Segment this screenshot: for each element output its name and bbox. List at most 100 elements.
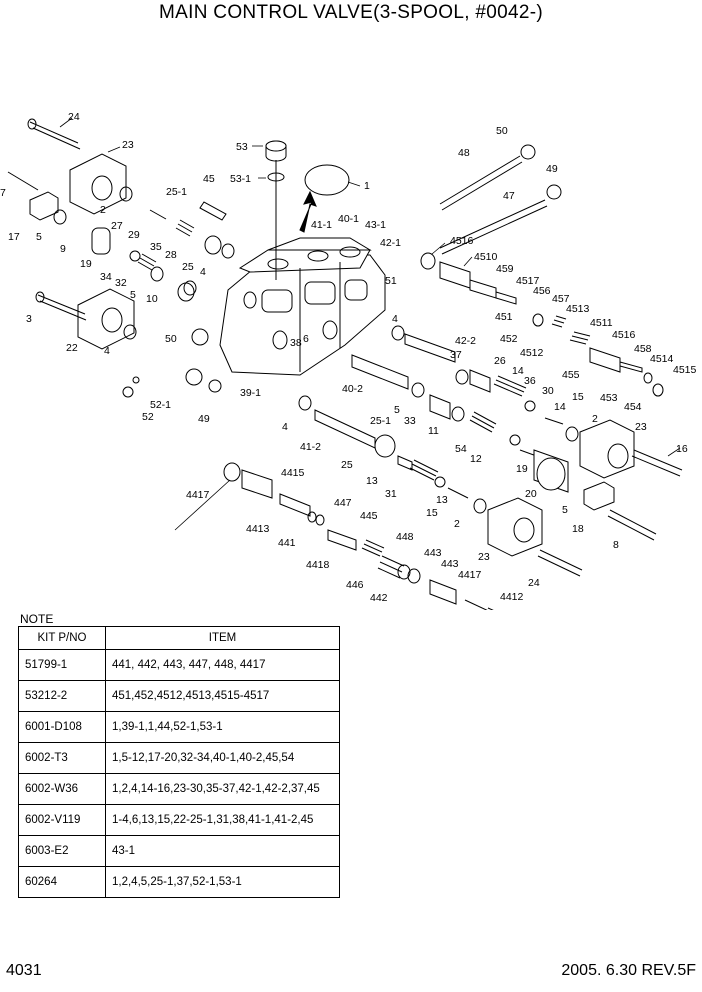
lower-cap-23	[487, 497, 543, 557]
exploded-parts-diagram: 24 23 7 17 5 27 2 9 19 34 32 29 35 28 25…	[0, 111, 697, 610]
callout: 454	[624, 401, 642, 413]
callout: 4	[200, 266, 206, 278]
callout: 32	[115, 277, 127, 289]
callout: 13	[436, 494, 448, 506]
callout: 441	[278, 537, 296, 549]
callout: 54	[455, 443, 467, 455]
callout: 8	[613, 539, 619, 551]
kit-pno-cell: 6003-E2	[18, 835, 106, 867]
item-cell: 441, 442, 443, 447, 448, 4417	[105, 649, 340, 681]
table-row: 60264 1,2,4,5,25-1,37,52-1,53-1	[18, 866, 340, 898]
callout: 7	[0, 187, 6, 199]
right-cap-23-upper	[579, 419, 635, 479]
callout: 452	[500, 333, 518, 345]
callout: 23	[635, 421, 647, 433]
callout: 20	[525, 488, 537, 500]
callout: 4516	[450, 235, 474, 247]
callout: 12	[470, 453, 482, 465]
kit-pno-cell: 6002-W36	[18, 773, 106, 805]
table-row: 53212-2 451,452,4512,4513,4515-4517	[18, 680, 340, 712]
callout: 443	[441, 558, 459, 570]
left-cap-22	[77, 288, 135, 350]
callout: 5	[130, 289, 136, 301]
callout: 25	[182, 261, 194, 273]
item-cell: 451,452,4512,4513,4515-4517	[105, 680, 340, 712]
kit-pno-cell: 6001-D108	[18, 711, 106, 743]
o-ring-1	[304, 164, 350, 196]
callout: 35	[150, 241, 162, 253]
kit-pno-cell: 60264	[18, 866, 106, 898]
callout: 52	[142, 411, 154, 423]
callout: 26	[494, 355, 506, 367]
header-kit-pno: KIT P/NO	[18, 626, 106, 650]
callout: 4514	[650, 353, 674, 365]
callout: 451	[495, 311, 513, 323]
callout: 19	[80, 258, 92, 270]
callout: 9	[60, 243, 66, 255]
item-cell: 1,2,4,5,25-1,37,52-1,53-1	[105, 866, 340, 898]
callout: 34	[100, 271, 112, 283]
callout: 25-1	[166, 186, 187, 198]
kit-table: KIT P/NO ITEM 51799-1 441, 442, 443, 447…	[18, 626, 340, 898]
callout: 6	[303, 333, 309, 345]
callout: 51	[385, 275, 397, 287]
table-row: 6002-T3 1,5-12,17-20,32-34,40-1,40-2,45,…	[18, 742, 340, 774]
callout: 25	[341, 459, 353, 471]
callout: 4415	[281, 467, 305, 479]
callout: 13	[366, 475, 378, 487]
table-row: 6003-E2 43-1	[18, 835, 340, 867]
callout: 28	[165, 249, 177, 261]
callout: 53	[236, 141, 248, 153]
callout: 24	[528, 577, 540, 589]
callout: 10	[146, 293, 158, 305]
callout: 448	[396, 531, 414, 543]
callout: 48	[458, 147, 470, 159]
callout: 4413	[246, 523, 270, 535]
callout: 4515	[673, 364, 697, 376]
cap-53	[265, 140, 287, 182]
table-row: 6002-W36 1,2,4,14-16,23-30,35-37,42-1,42…	[18, 773, 340, 805]
callout: 27	[111, 220, 123, 232]
callout: 14	[554, 401, 566, 413]
callout: 22	[66, 342, 78, 354]
callout: 2	[592, 413, 598, 425]
callout: 53-1	[230, 173, 251, 185]
item-cell: 1,39-1,1,44,52-1,53-1	[105, 711, 340, 743]
callout: 52-1	[150, 399, 171, 411]
callout: 4416	[532, 609, 556, 610]
callout: 30	[542, 385, 554, 397]
callout: 4516	[612, 329, 636, 341]
callout: 5	[36, 231, 42, 243]
callout: 45	[203, 173, 215, 185]
item-cell: 1-4,6,13,15,22-25-1,31,38,41-1,41-2,45	[105, 804, 340, 836]
revision-date: 2005. 6.30 REV.5F	[561, 962, 696, 979]
callout: 446	[346, 579, 364, 591]
callout: 4512	[520, 347, 544, 359]
callout: 4	[282, 421, 288, 433]
callout: 23	[122, 139, 134, 151]
callout: 4511	[590, 317, 613, 329]
table-row: 6002-V119 1-4,6,13,15,22-25-1,31,38,41-1…	[18, 804, 340, 836]
callout: 4418	[306, 559, 330, 571]
callout: 443	[424, 547, 442, 559]
callout: 4	[104, 345, 110, 357]
callout: 19	[516, 463, 528, 475]
callout-labels: 24 23 7 17 5 27 2 9 19 34 32 29 35 28 25…	[0, 111, 697, 610]
callout: 456	[533, 285, 551, 297]
callout: 49	[546, 163, 558, 175]
table-header-row: KIT P/NO ITEM	[18, 626, 340, 650]
callout: 42-2	[455, 335, 476, 347]
callout: 50	[165, 333, 177, 345]
callout: 3	[26, 313, 32, 325]
callout: 2	[100, 204, 106, 216]
callout: 445	[360, 510, 378, 522]
callout: 457	[552, 293, 570, 305]
kit-pno-cell: 6002-T3	[18, 742, 106, 774]
callout: 39-1	[240, 387, 261, 399]
callout: 38	[290, 337, 302, 349]
callout: 5	[394, 404, 400, 416]
callout: 17	[8, 231, 20, 243]
callout: 49	[198, 413, 210, 425]
callout: 459	[496, 263, 514, 275]
header-item: ITEM	[105, 626, 340, 650]
